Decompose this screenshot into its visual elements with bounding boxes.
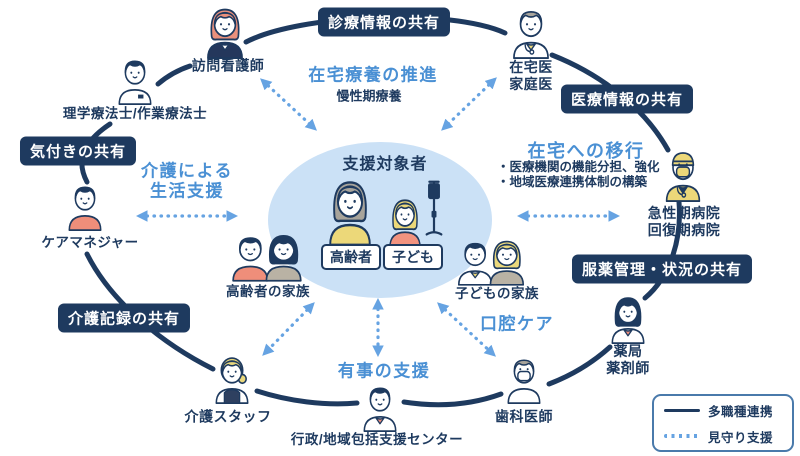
elderly-family-avatar — [226, 228, 310, 282]
note-oral-care: 口腔ケア — [480, 314, 554, 334]
badge-medical-info-sharing: 医療情報の共有 — [560, 84, 694, 114]
visiting-nurse-avatar — [200, 3, 250, 59]
note-home-transition: 在宅への移行 — [527, 141, 645, 161]
iv-drip-icon — [423, 177, 445, 241]
note-chronic-care: 慢性期療養 — [336, 88, 402, 104]
watch-arrow-nurse-center — [260, 78, 317, 131]
home-doctor-line-2: 家庭医 — [509, 76, 553, 92]
label-child-family: 子どもの家族 — [455, 285, 539, 301]
label-care-manager: ケアマネジャー — [41, 234, 139, 250]
label-care-staff: 介護スタッフ — [184, 408, 272, 425]
legend-dotted-label: 見守り支援 — [708, 430, 774, 445]
badge-medication-sharing: 服薬管理・状況の共有 — [571, 254, 753, 284]
transition-bullet-2: ・地域医療連携体制の構築 — [497, 174, 648, 189]
child-avatar — [383, 194, 427, 248]
note-emergency-support: 有事の支援 — [337, 361, 431, 381]
label-home-doctor: 在宅医 家庭医 — [509, 59, 553, 93]
badge-care-record-sharing: 介護記録の共有 — [57, 303, 191, 333]
home-doctor-avatar — [506, 3, 556, 59]
arc-pharmacist-dentist — [546, 344, 613, 387]
home-doctor-line-1: 在宅医 — [509, 59, 553, 76]
label-hospital: 急性期病院 回復期病院 — [648, 205, 721, 239]
pharmacist-avatar — [605, 292, 651, 344]
arc-dentist-government — [401, 391, 504, 408]
care-manager-avatar — [62, 179, 108, 231]
legend-solid-label: 多職種連携 — [708, 404, 774, 419]
life-support-line-2: 生活支援 — [150, 181, 224, 200]
legend-solid-row: 多職種連携 — [664, 401, 782, 420]
dentist-avatar — [501, 352, 547, 404]
pharmacist-line-1: 薬局 — [613, 343, 643, 360]
watch-arrow-elderlyfamily-carestaff — [262, 302, 315, 356]
legend-dotted-row: 見守り支援 — [664, 427, 782, 446]
center-title: 支援対象者 — [342, 156, 428, 173]
hospital-line-1: 急性期病院 — [647, 205, 721, 222]
note-home-transition-bullets: ・医療機関の機能分担、強化 ・地域医療連携体制の構築 — [497, 160, 660, 190]
badge-awareness-sharing: 気付きの共有 — [19, 136, 137, 166]
watch-arrow-homedoctor-center — [441, 77, 497, 131]
legend-solid-line — [664, 408, 700, 412]
child-family-avatar — [452, 234, 532, 286]
label-pharmacist: 薬局 薬剤師 — [606, 343, 650, 377]
note-life-support: 介護による 生活支援 — [141, 161, 233, 200]
watch-arrow-childfamily-dentist — [437, 302, 496, 357]
hospital-avatar — [659, 146, 707, 202]
legend-box: 多職種連携 見守り支援 — [652, 394, 794, 452]
label-pt-ot: 理学療法士/作業療法士 — [62, 105, 208, 121]
life-support-line-1: 介護による — [141, 161, 233, 181]
hospital-line-2: 回復期病院 — [647, 222, 721, 238]
legend-dotted-line — [664, 434, 700, 438]
transition-bullet-1: ・医療機関の機能分担、強化 — [497, 160, 660, 174]
badge-clinical-info-sharing: 診療情報の共有 — [317, 7, 451, 37]
arc-government-carestaff — [254, 388, 360, 407]
label-visiting-nurse: 訪問看護師 — [191, 57, 265, 74]
government-avatar — [357, 380, 403, 432]
note-home-care-promotion: 在宅療養の推進 — [308, 65, 438, 85]
pharmacist-line-2: 薬剤師 — [606, 360, 650, 376]
tag-child: 子ども — [383, 244, 443, 270]
tag-elderly: 高齢者 — [321, 244, 381, 270]
label-government: 行政/地域包括支援センター — [290, 431, 464, 447]
elderly-avatar — [321, 174, 379, 246]
pt-ot-avatar — [112, 53, 158, 105]
label-dentist: 歯科医師 — [495, 408, 553, 425]
care-staff-avatar — [209, 352, 255, 404]
label-elderly-family: 高齢者の家族 — [226, 283, 310, 299]
arc-ptot-nurse — [155, 63, 193, 87]
